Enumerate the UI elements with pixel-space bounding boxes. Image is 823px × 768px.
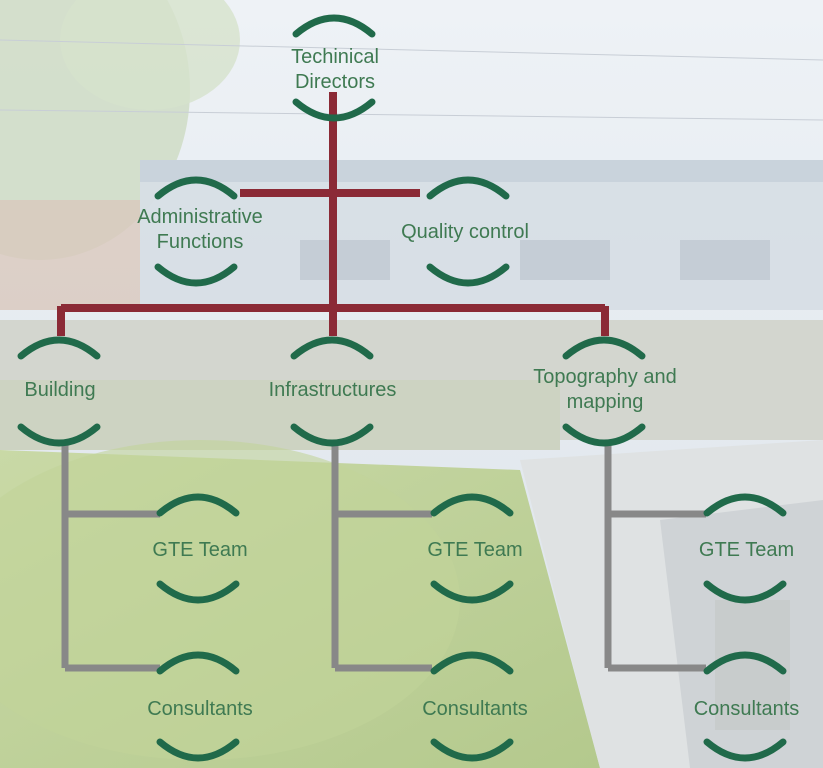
node-gte-team-building: GTE Team [152,538,248,561]
node-building: Building [24,378,96,401]
arc-bottom [292,98,376,122]
arc-top [156,651,240,675]
arc-bottom [156,580,240,604]
arc-top [154,176,238,200]
arcs-consultants-infrastructures [430,651,514,762]
arc-top [430,651,514,675]
arcs-consultants-building [156,651,240,762]
arc-bottom [426,263,510,287]
arcs-technical-directors [292,14,376,122]
arcs-administrative-functions [154,176,238,287]
arc-bottom [17,423,101,447]
arc-top [290,336,374,360]
arc-top [426,176,510,200]
arcs-gte-team-infrastructures [430,493,514,604]
node-technical-directors: Techinical Directors [291,46,379,93]
arc-top [703,651,787,675]
arc-bottom [430,738,514,762]
node-topography-and-mapping: Topography and mapping [533,366,677,413]
arc-bottom [430,580,514,604]
arc-top [703,493,787,517]
arc-bottom [562,423,646,447]
arc-top [156,493,240,517]
node-gte-team-topography: GTE Team [698,538,795,561]
node-consultants-topography: Consultants [693,697,800,720]
node-infrastructures: Infrastructures [268,378,397,401]
arcs-gte-team-building [156,493,240,604]
arc-top [292,14,376,38]
arc-bottom [703,580,787,604]
arc-bottom [703,738,787,762]
arcs-infrastructures [290,336,374,447]
arc-top [562,336,646,360]
node-gte-team-infrastructures: GTE Team [427,538,523,561]
arcs-building [17,336,101,447]
arcs-topography [562,336,646,447]
arcs-gte-team-topography [703,493,787,604]
arcs-consultants-topography [703,651,787,762]
arc-bottom [290,423,374,447]
node-consultants-infrastructures: Consultants [422,697,528,720]
arcs-quality-control [426,176,510,287]
arc-bottom [154,263,238,287]
arc-top [430,493,514,517]
arc-bottom [156,738,240,762]
arc-top [17,336,101,360]
node-quality-control: Quality control [401,220,529,243]
node-administrative-functions: Administrative Functions [137,206,263,253]
node-consultants-building: Consultants [147,697,253,720]
